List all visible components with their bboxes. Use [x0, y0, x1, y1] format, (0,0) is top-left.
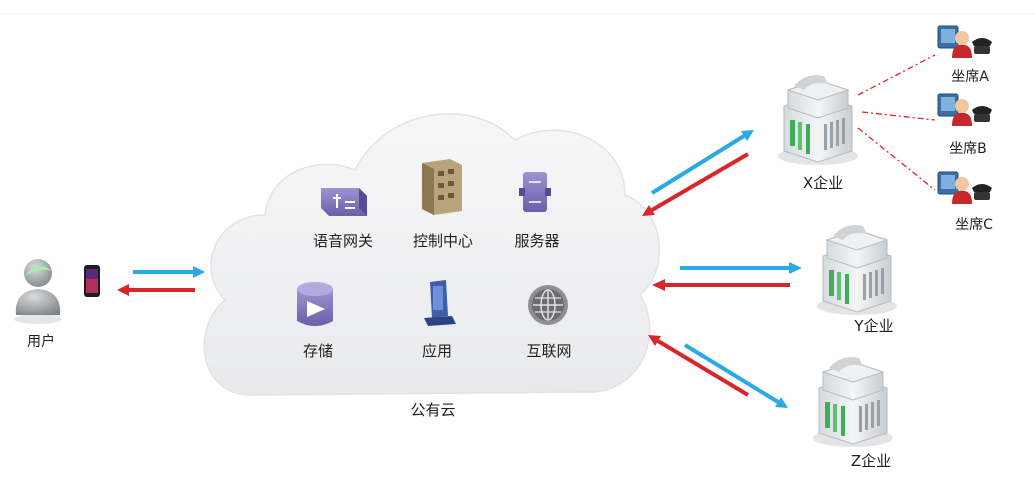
application-icon: [424, 280, 456, 326]
user-cloud-arrows: [117, 266, 205, 296]
cloud-item-label: 服务器: [514, 232, 559, 250]
cloud-y-arrows: [652, 262, 802, 291]
smartphone-icon: [84, 265, 100, 297]
agent-phone-icon: [937, 93, 993, 127]
cloud-item-label: 互联网: [526, 342, 571, 360]
enterprise-label: Z企业: [851, 452, 891, 470]
voice-gateway-icon: [321, 188, 367, 216]
cloud-item-label: 存储: [303, 342, 333, 360]
cloud-item-label: 控制中心: [413, 232, 473, 250]
internet-globe-icon: [528, 285, 568, 325]
x-agent-links: [857, 54, 936, 191]
user-avatar-icon: [14, 259, 62, 324]
cloud-item-label: 语音网关: [313, 232, 373, 250]
agent-label: 坐席B: [949, 141, 987, 157]
control-center-icon: [422, 159, 462, 215]
cloud-label: 公有云: [410, 401, 455, 419]
agent-label: 坐席A: [951, 69, 989, 85]
building-icon: [816, 224, 898, 316]
cloud-item-label: 应用: [422, 342, 452, 360]
storage-icon: [297, 282, 333, 326]
agent-phone-icon: [937, 25, 993, 59]
cloud-x-arrows: [642, 130, 754, 216]
cloud-z-arrows: [648, 335, 788, 408]
enterprise-label: X企业: [803, 174, 843, 192]
server-icon: [519, 172, 551, 212]
enterprise-label: Y企业: [853, 317, 893, 335]
building-icon: [777, 74, 859, 166]
agent-phone-icon: [937, 171, 993, 205]
user-label: 用户: [27, 333, 55, 350]
agent-label: 坐席C: [955, 217, 993, 233]
building-icon: [812, 356, 894, 448]
